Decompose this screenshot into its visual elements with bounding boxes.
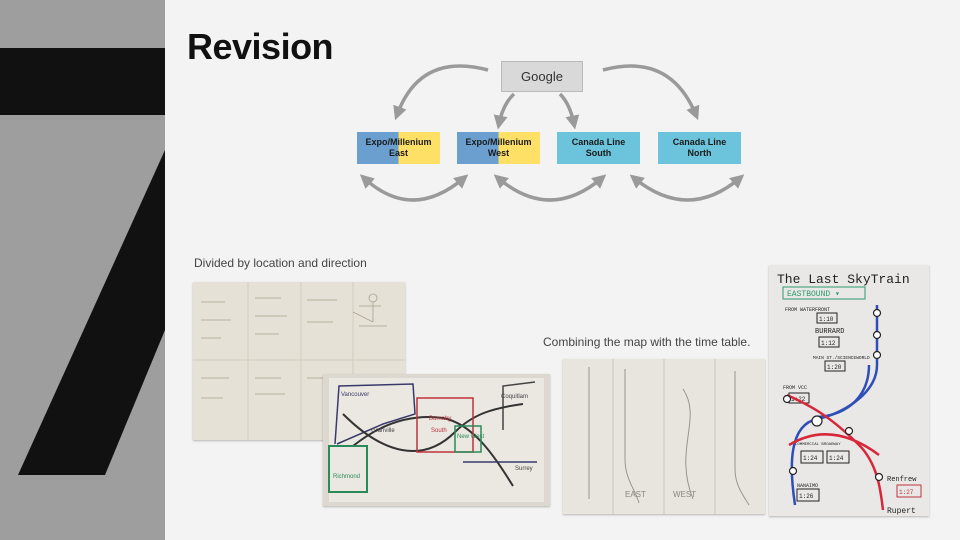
caption-location: Divided by location and direction — [194, 256, 367, 270]
stop-time-4: 1:24 — [803, 455, 818, 462]
stop-time-5: 1:24 — [829, 455, 844, 462]
page-title: Revision — [187, 26, 334, 67]
wb-label-newwest: New West — [457, 434, 485, 440]
wb-label-coquitlam: Coquitlam — [501, 394, 528, 400]
arrow-google-to-south — [558, 92, 580, 130]
node-line2: West — [487, 148, 510, 158]
arrow-google-to-east — [393, 64, 489, 121]
node-line1: Canada Line — [672, 137, 727, 147]
stop-time-7: 1:27 — [899, 489, 914, 496]
stop-time-1: 1:12 — [821, 340, 836, 347]
arrow-google-to-west — [493, 92, 516, 130]
arrow-google-to-north — [602, 64, 700, 121]
node-line1: Expo/Millenium — [465, 137, 532, 147]
sketch-label-east: EAST — [625, 490, 646, 499]
photo-whiteboard: Vancouver Burnaby South Coquitlam New We… — [323, 374, 550, 506]
route-sketch: EAST WEST — [588, 359, 750, 514]
photo-final-design: The Last SkyTrain EASTBOUND ▾ FROM WATER… — [769, 265, 929, 516]
node-line2: North — [687, 148, 712, 158]
stop-label-8: Rupert — [887, 507, 916, 516]
node-line1: Expo/Millenium — [365, 137, 432, 147]
stop-label-0: FROM WATERFRONT — [785, 307, 830, 313]
caption-combining: Combining the map with the time table. — [543, 335, 751, 349]
sidebar-decoration — [0, 0, 165, 540]
arrow-south-north — [629, 174, 745, 202]
stop-time-6: 1:26 — [799, 493, 814, 500]
final-direction: EASTBOUND ▾ — [787, 290, 840, 299]
wb-label-south: South — [431, 428, 447, 434]
stop-label-4: COMMERCIAL BROADWAY — [795, 443, 841, 447]
node-line1: Canada Line — [571, 137, 626, 147]
stop-label-1: BURRARD — [815, 328, 844, 336]
node-line2: South — [585, 148, 612, 158]
wb-label-richmond: Richmond — [333, 474, 360, 480]
arrow-west-south — [493, 174, 607, 202]
stop-label-6: NANAIMO — [797, 483, 818, 489]
stop-time-0: 1:10 — [819, 316, 834, 323]
wb-label-granville: Granville — [371, 428, 395, 434]
stop-label-7: Renfrew — [887, 476, 917, 484]
wb-label-surrey: Surrey — [515, 466, 533, 472]
arrow-east-west — [359, 174, 469, 202]
wb-label-burnaby: Burnaby — [429, 416, 451, 422]
node-line2: East — [388, 148, 408, 158]
stop-label-2: MAIN ST./SCIENCEWORLD — [813, 355, 870, 361]
black-band — [0, 48, 165, 115]
wb-label-vancouver: Vancouver — [341, 392, 369, 398]
photo-route-sketch: EAST WEST — [563, 359, 765, 514]
stop-label-3: FROM VCC — [783, 385, 807, 391]
final-design-sketch: The Last SkyTrain EASTBOUND ▾ FROM WATER… — [777, 272, 922, 516]
stop-time-2: 1:20 — [827, 364, 842, 371]
final-title: The Last SkyTrain — [777, 272, 910, 287]
google-node: Google — [501, 61, 583, 92]
sketch-label-west: WEST — [673, 490, 696, 499]
slash-shape — [18, 150, 165, 475]
whiteboard-sketch: Vancouver Burnaby South Coquitlam New We… — [328, 378, 544, 502]
